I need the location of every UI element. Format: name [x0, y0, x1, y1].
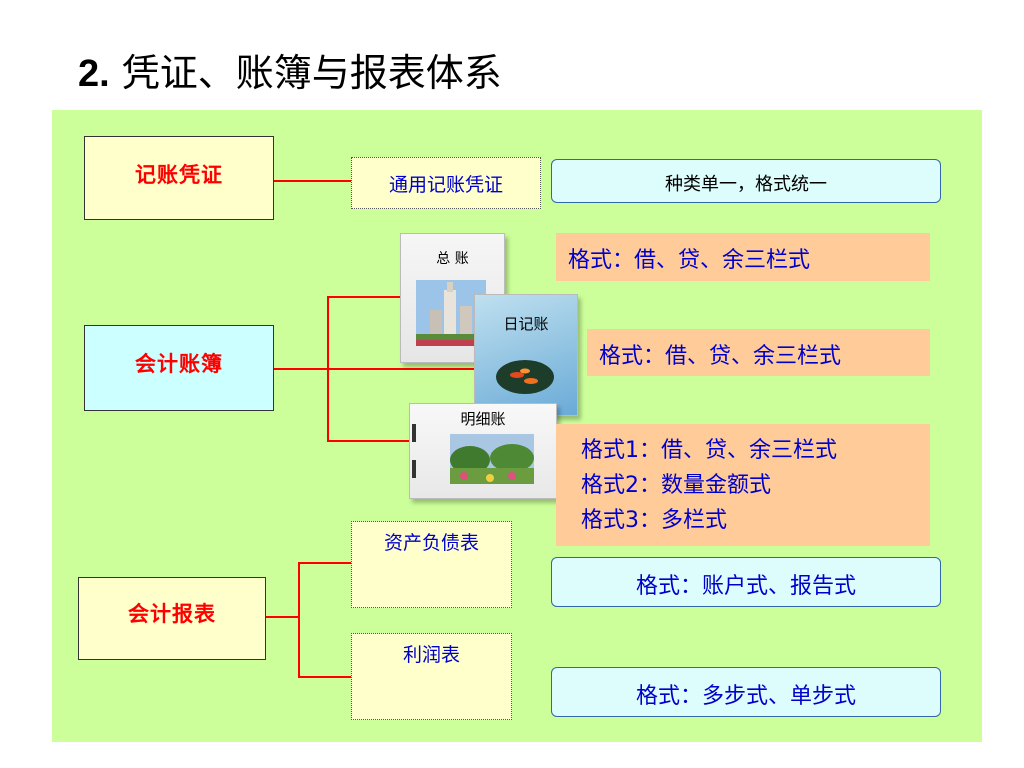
- book-general-photo: [416, 280, 486, 346]
- book-general-ledger-label: 总 账: [436, 251, 469, 267]
- item-income-statement: 利润表: [351, 633, 512, 720]
- connector-report-income: [298, 676, 351, 678]
- format-detail-3: 格式3：多栏式: [581, 508, 727, 533]
- book-journal-pond: [496, 360, 554, 394]
- format-detail-2: 格式2：数量金额式: [581, 473, 771, 498]
- format-journal: 格式：借、贷、余三栏式: [587, 329, 930, 376]
- book-binding: [412, 460, 416, 478]
- format-voucher: 种类单一，格式统一: [551, 159, 941, 203]
- format-general-ledger: 格式：借、贷、余三栏式: [556, 233, 930, 281]
- connector-ledger-detail: [327, 440, 409, 442]
- connector-report-balance: [298, 562, 351, 564]
- format-income-statement: 格式：多步式、单步式: [551, 667, 941, 717]
- book-binding: [412, 424, 416, 442]
- format-detail-ledger: 格式1：借、贷、余三栏式 格式2：数量金额式 格式3：多栏式: [556, 424, 930, 546]
- title-number: 2.: [78, 53, 110, 95]
- book-detail-ledger: 明细账: [409, 403, 557, 499]
- category-ledger: 会计账簿: [84, 325, 274, 411]
- connector-voucher: [274, 180, 351, 182]
- page-title: 2. 凭证、账簿与报表体系: [78, 42, 502, 97]
- connector-report-vertical: [298, 562, 300, 678]
- book-journal-label: 日记账: [503, 315, 549, 333]
- format-balance-sheet: 格式：账户式、报告式: [551, 557, 941, 607]
- item-balance-sheet: 资产负债表: [351, 521, 512, 608]
- book-detail-ledger-label: 明细账: [460, 410, 506, 428]
- category-report: 会计报表: [78, 577, 266, 660]
- connector-ledger-main: [274, 368, 329, 370]
- connector-ledger-journal: [327, 368, 475, 370]
- connector-ledger-general: [327, 296, 402, 298]
- book-detail-photo: [450, 434, 534, 484]
- category-voucher: 记账凭证: [84, 136, 274, 220]
- item-general-voucher: 通用记账凭证: [351, 157, 541, 209]
- connector-report-main: [266, 616, 300, 618]
- title-text: 凭证、账簿与报表体系: [121, 51, 502, 95]
- book-journal: 日记账: [474, 294, 578, 416]
- format-detail-1: 格式1：借、贷、余三栏式: [581, 438, 837, 463]
